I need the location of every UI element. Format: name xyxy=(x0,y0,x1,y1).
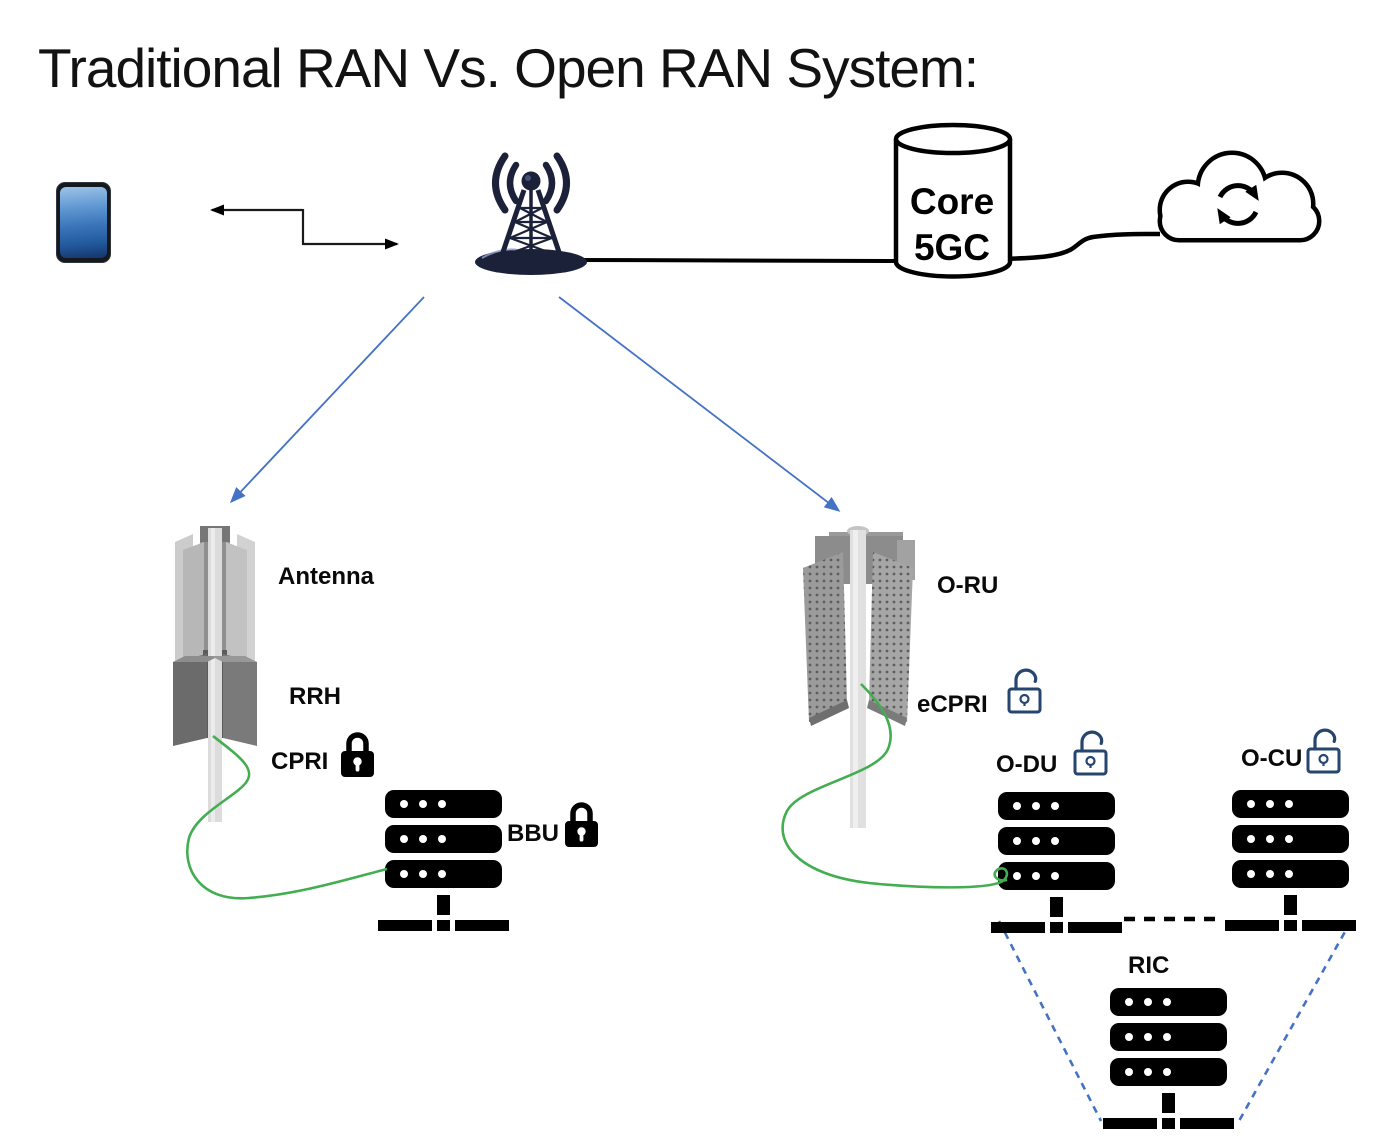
server-base xyxy=(1103,1118,1234,1129)
ocu-label: O-CU xyxy=(1241,745,1303,772)
server-row xyxy=(998,862,1115,890)
core-label-line1: Core xyxy=(909,181,995,222)
ecpri-open-padlock-icon xyxy=(1007,668,1042,714)
cpri-closed-padlock-icon xyxy=(341,732,374,777)
bbu-server-stack-icon xyxy=(378,790,509,931)
server-row xyxy=(1232,790,1349,818)
bbu-closed-padlock-icon xyxy=(565,802,598,847)
ocu-server-stack-icon xyxy=(1225,790,1356,931)
server-row xyxy=(1110,1058,1227,1086)
core-label-line2: 5GC xyxy=(913,227,991,268)
cpri-label: CPRI xyxy=(271,748,329,775)
rrh-label: RRH xyxy=(289,683,341,710)
server-row xyxy=(1232,825,1349,853)
server-row xyxy=(998,792,1115,820)
ocu-open-padlock-icon xyxy=(1306,728,1341,774)
server-row xyxy=(385,860,502,888)
bbu-label: BBU xyxy=(507,820,559,847)
smartphone-screen xyxy=(60,187,107,258)
oru-label: O-RU xyxy=(937,572,999,599)
server-base xyxy=(378,920,509,931)
server-stand xyxy=(1162,1093,1175,1113)
ric-server-stack-icon xyxy=(1103,988,1234,1129)
smartphone-icon xyxy=(56,182,111,263)
ric-label: RIC xyxy=(1128,952,1170,979)
antenna-label: Antenna xyxy=(278,563,374,590)
server-stand xyxy=(1050,897,1063,917)
server-row xyxy=(1232,860,1349,888)
server-row xyxy=(1110,988,1227,1016)
server-row xyxy=(385,790,502,818)
odu-open-padlock-icon xyxy=(1073,730,1108,776)
ecpri-label: eCPRI xyxy=(917,691,988,718)
server-stand xyxy=(437,895,450,915)
odu-server-stack-icon xyxy=(991,792,1122,933)
core-5gc-label: Core 5GC xyxy=(893,179,1011,271)
odu-label: O-DU xyxy=(996,751,1058,778)
server-row xyxy=(1110,1023,1227,1051)
server-stand xyxy=(1284,895,1297,915)
server-base xyxy=(991,922,1122,933)
server-base xyxy=(1225,920,1356,931)
server-row xyxy=(385,825,502,853)
page-title: Traditional RAN Vs. Open RAN System: xyxy=(38,37,979,99)
server-row xyxy=(998,827,1115,855)
